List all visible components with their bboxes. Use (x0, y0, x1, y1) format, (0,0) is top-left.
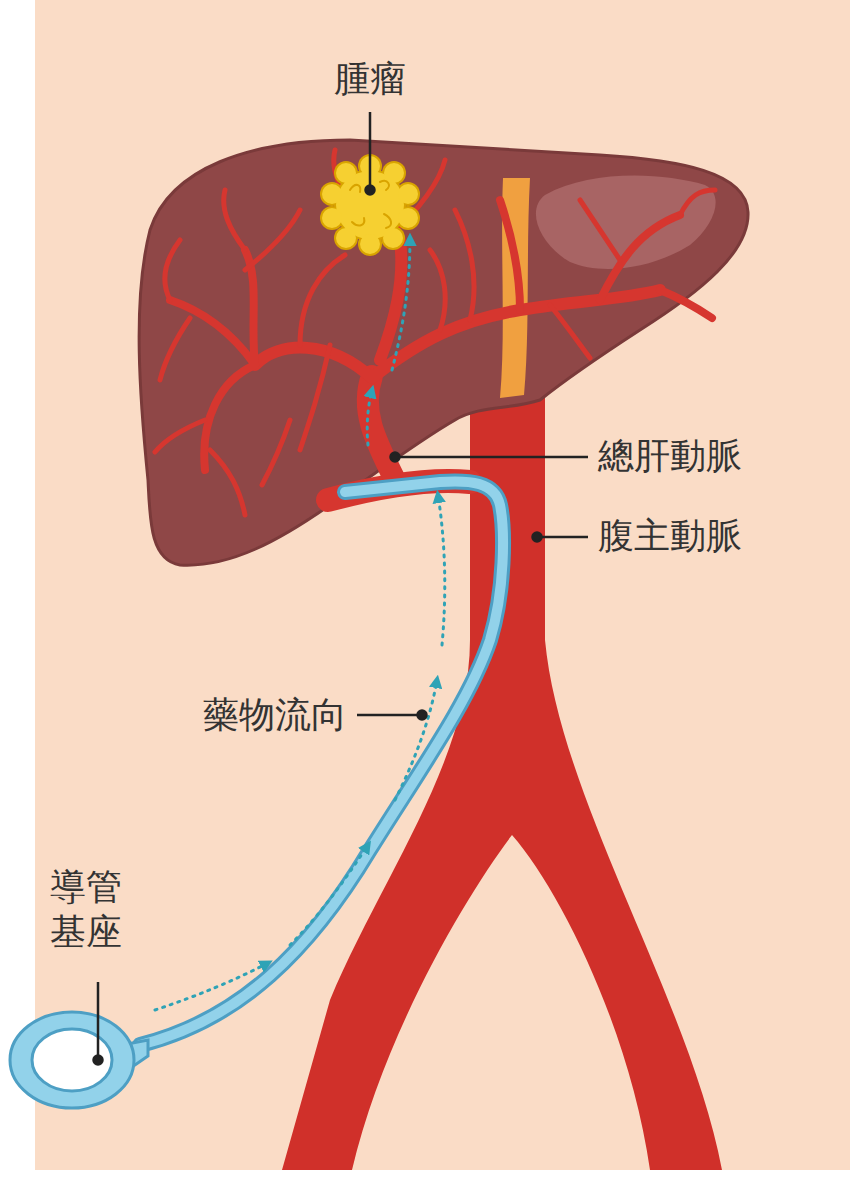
catheter (140, 481, 503, 1045)
label-holder: 總肝動脈 (598, 433, 742, 478)
artery-branch (255, 240, 660, 378)
part-label: 腫瘤 (334, 56, 406, 101)
drug-flow-arrows (155, 238, 445, 1010)
catheter-port (10, 1012, 148, 1108)
part-label: 總肝動脈 (598, 433, 742, 478)
label-holder: 導管 基座 (50, 864, 126, 954)
artery-branch (170, 200, 712, 470)
label-holder: 藥物流向 (203, 692, 347, 737)
part-label: 藥物流向 (203, 692, 347, 737)
hepatic-artery (368, 376, 395, 480)
part-label: 導管 基座 (50, 864, 126, 954)
leader-lines (94, 112, 589, 1065)
background (35, 0, 850, 1170)
part-label: 腹主動脈 (598, 513, 742, 558)
label-holder: 腹主動脈 (598, 513, 742, 558)
liver (139, 140, 748, 565)
label-holder: 腫瘤 (334, 56, 406, 101)
